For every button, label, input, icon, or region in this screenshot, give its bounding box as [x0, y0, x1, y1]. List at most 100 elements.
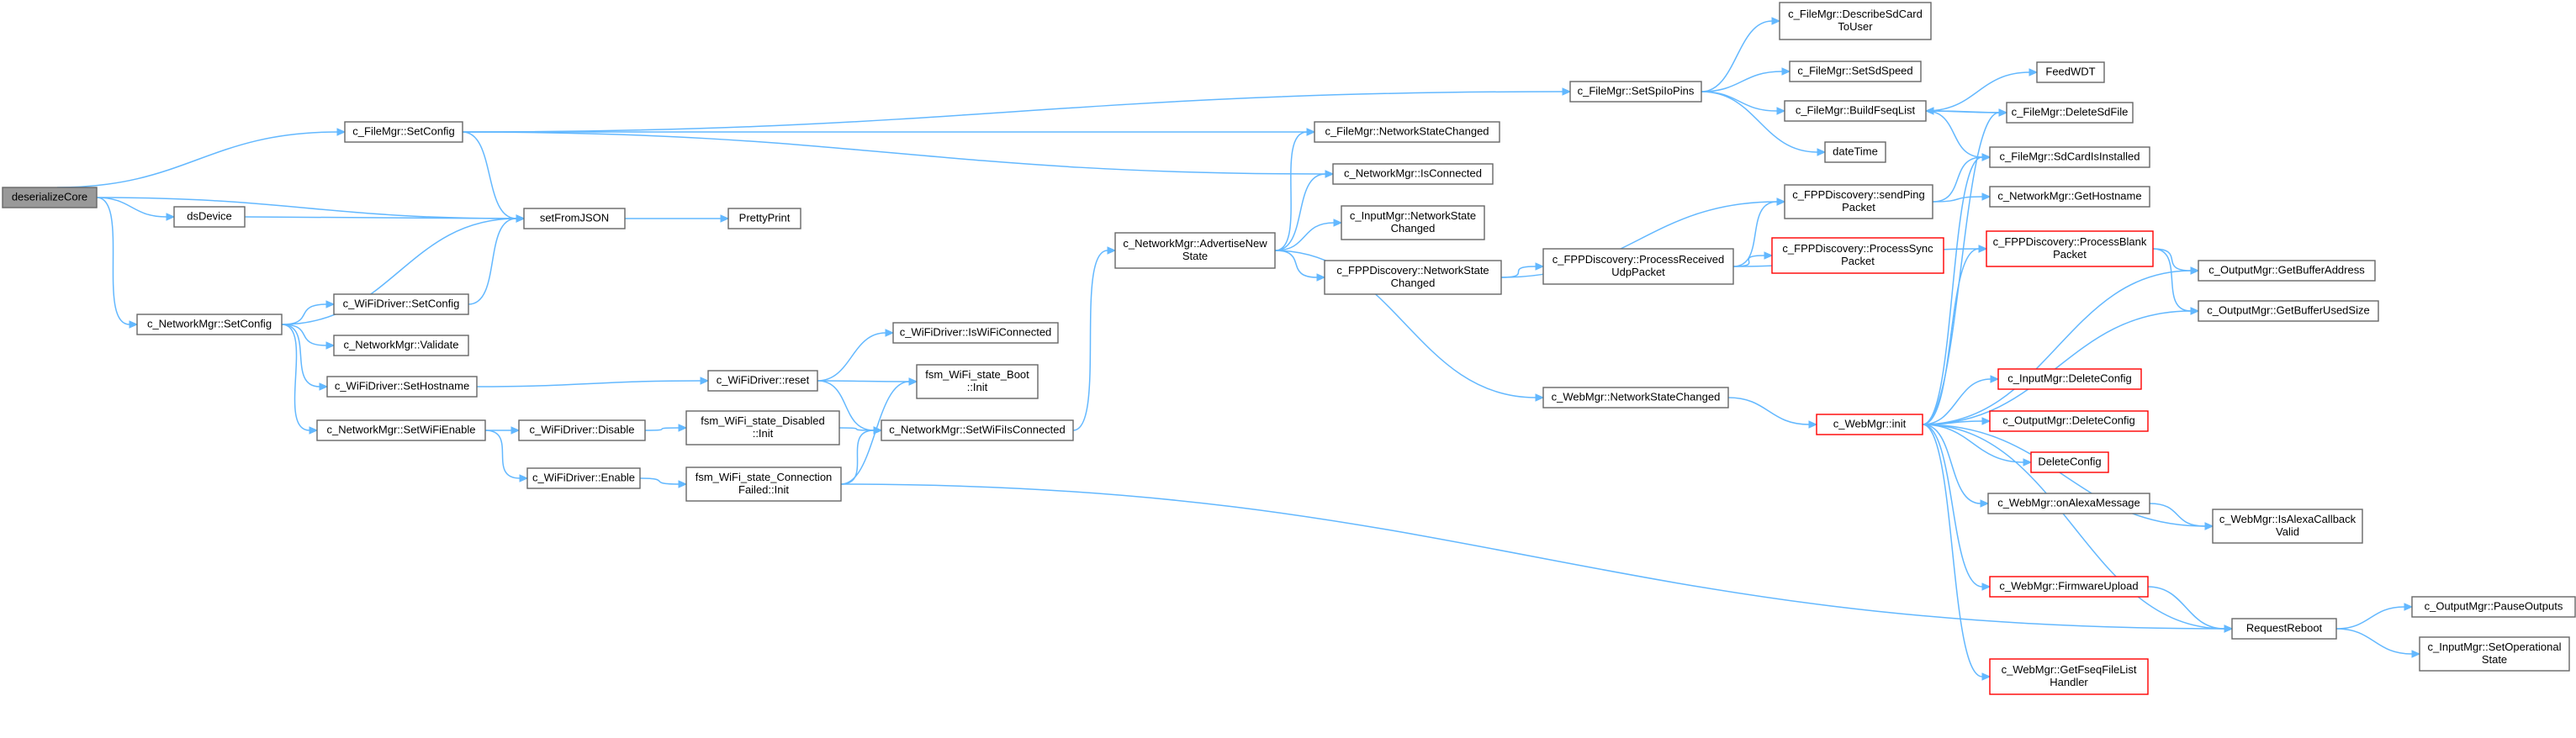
- node-nm-validate[interactable]: c_NetworkMgr::Validate: [333, 335, 469, 356]
- node-wd-reset[interactable]: c_WiFiDriver::reset: [707, 370, 818, 392]
- node-label: c_FPPDiscovery::sendPing: [1792, 188, 1925, 201]
- node-deserialize-core[interactable]: deserializeCore: [2, 187, 98, 208]
- node-feed-wdt[interactable]: FeedWDT: [2036, 61, 2105, 83]
- node-om-pause-outputs[interactable]: c_OutputMgr::PauseOutputs: [2411, 596, 2576, 618]
- call-edge-fm-set-spi-io-pins-to-fm-describe-sd-card-to-user: [1701, 20, 1773, 92]
- node-nm-is-connected[interactable]: c_NetworkMgr::IsConnected: [1332, 163, 1494, 185]
- node-box: [326, 376, 478, 398]
- call-edge-fsm-disabled-to-nm-set-wi-fi-is-connected: [838, 427, 875, 431]
- call-edge-arrowhead-fsm-boot: [908, 377, 918, 386]
- call-edge-wm-init-to-fm-sd-card-is-installed: [1922, 156, 1983, 425]
- node-fsm-disabled[interactable]: fsm_WiFi_state_Disabled::Init: [685, 410, 840, 445]
- node-wd-enable[interactable]: c_WiFiDriver::Enable: [526, 467, 641, 489]
- node-box: [2198, 300, 2379, 322]
- call-edge-arrowhead-nm-set-config: [129, 320, 139, 329]
- node-label: Valid: [2276, 525, 2299, 538]
- call-edge-arrowhead-fm-set-spi-io-pins: [1562, 87, 1572, 96]
- call-edge-arrowhead-fm-describe-sd-card-to-user: [1771, 17, 1781, 25]
- node-wd-set-config[interactable]: c_WiFiDriver::SetConfig: [333, 293, 469, 315]
- node-om-get-buffer-address[interactable]: c_OutputMgr::GetBufferAddress: [2198, 260, 2376, 282]
- node-label: PrettyPrint: [739, 211, 791, 224]
- node-ds-device[interactable]: dsDevice: [173, 206, 246, 228]
- call-edge-arrowhead-wm-get-fseq-file-list-handler: [1981, 672, 1992, 681]
- call-edge-arrowhead-wm-is-alexa-callback-valid: [2204, 522, 2214, 530]
- node-wd-disable[interactable]: c_WiFiDriver::Disable: [518, 419, 646, 441]
- call-edge-arrowhead-nm-advertise-new-state: [1107, 246, 1117, 255]
- node-label: c_NetworkMgr::SetConfig: [147, 317, 272, 329]
- node-label: c_WebMgr::GetFseqFileList: [2002, 663, 2137, 676]
- node-fm-delete-sd-file[interactable]: c_FileMgr::DeleteSdFile: [2006, 102, 2134, 124]
- node-fm-set-spi-io-pins[interactable]: c_FileMgr::SetSpiIoPins: [1569, 81, 1702, 103]
- node-wm-network-state-changed[interactable]: c_WebMgr::NetworkStateChanged: [1542, 387, 1729, 409]
- node-nm-get-hostname[interactable]: c_NetworkMgr::GetHostname: [1989, 186, 2150, 208]
- call-edge-deserialize-core-to-set-from-json: [96, 197, 517, 219]
- node-box: [1997, 368, 2142, 390]
- call-edge-arrowhead-fppd-process-blank-packet: [1978, 245, 1988, 253]
- node-fsm-boot[interactable]: fsm_WiFi_state_Boot::Init: [916, 364, 1039, 399]
- call-edge-fsm-conn-failed-to-request-reboot: [840, 483, 2225, 630]
- call-edge-deserialize-core-to-fm-set-config: [56, 131, 338, 188]
- node-nm-set-wi-fi-enable[interactable]: c_NetworkMgr::SetWiFiEnable: [316, 419, 486, 441]
- node-nm-set-config[interactable]: c_NetworkMgr::SetConfig: [136, 314, 283, 335]
- node-wm-firmware-upload[interactable]: c_WebMgr::FirmwareUpload: [1989, 576, 2149, 598]
- node-request-reboot[interactable]: RequestReboot: [2231, 618, 2337, 640]
- node-box: [707, 370, 818, 392]
- node-nm-set-wi-fi-is-connected[interactable]: c_NetworkMgr::SetWiFiIsConnected: [881, 419, 1074, 441]
- call-edge-fsm-conn-failed-to-fsm-boot: [840, 381, 910, 485]
- node-date-time[interactable]: dateTime: [1824, 141, 1886, 163]
- call-edge-arrowhead-wd-reset: [700, 377, 710, 385]
- node-fm-network-state-changed[interactable]: c_FileMgr::NetworkStateChanged: [1314, 121, 1500, 143]
- node-box: [2212, 509, 2363, 544]
- call-edge-arrowhead-date-time: [1817, 148, 1827, 156]
- call-edge-arrowhead-request-reboot: [2224, 625, 2234, 633]
- call-edge-arrowhead-fsm-disabled: [678, 424, 688, 432]
- call-edge-nm-set-config-to-nm-set-wi-fi-enable: [281, 324, 310, 431]
- node-wd-is-wi-fi-connected[interactable]: c_WiFiDriver::IsWiFiConnected: [892, 322, 1059, 344]
- node-om-delete-config[interactable]: c_OutputMgr::DeleteConfig: [1989, 410, 2149, 432]
- node-box: [1816, 414, 1923, 435]
- call-edge-wm-init-to-wm-is-alexa-callback-valid: [1922, 424, 2206, 527]
- node-delete-config[interactable]: DeleteConfig: [2030, 451, 2109, 473]
- call-edge-nm-set-wi-fi-is-connected-to-nm-advertise-new-state: [1072, 250, 1108, 431]
- node-set-from-json[interactable]: setFromJSON: [523, 208, 626, 229]
- node-fm-set-sd-speed[interactable]: c_FileMgr::SetSdSpeed: [1789, 61, 1922, 82]
- node-om-get-buffer-used-size[interactable]: c_OutputMgr::GetBufferUsedSize: [2198, 300, 2379, 322]
- node-fm-build-fseq-list[interactable]: c_FileMgr::BuildFseqList: [1784, 100, 1927, 122]
- call-edge-arrowhead-nm-set-wi-fi-enable: [309, 426, 319, 435]
- call-edge-arrowhead-nm-is-connected: [1325, 170, 1335, 178]
- node-fm-sd-card-is-installed[interactable]: c_FileMgr::SdCardIsInstalled: [1989, 146, 2150, 168]
- node-label: FeedWDT: [2045, 65, 2095, 77]
- call-edge-arrowhead-wd-set-hostname: [319, 382, 329, 391]
- call-edge-fppd-process-received-udp-packet-to-fppd-send-ping-packet: [1732, 201, 1778, 267]
- node-im-network-state-changed[interactable]: c_InputMgr::NetworkStateChanged: [1341, 205, 1485, 240]
- node-fppd-network-state-changed[interactable]: c_FPPDiscovery::NetworkStateChanged: [1324, 260, 1502, 295]
- call-edge-nm-advertise-new-state-to-fm-network-state-changed: [1274, 131, 1308, 251]
- node-wm-on-alexa-message[interactable]: c_WebMgr::onAlexaMessage: [1987, 493, 2150, 514]
- node-box: [1779, 2, 1932, 40]
- node-pretty-print[interactable]: PrettyPrint: [727, 208, 801, 229]
- node-box: [1542, 387, 1729, 409]
- node-fm-set-config[interactable]: c_FileMgr::SetConfig: [344, 121, 463, 143]
- call-edge-wd-enable-to-fsm-conn-failed: [639, 477, 680, 485]
- call-edge-arrowhead-delete-config: [2023, 458, 2033, 467]
- node-box: [2006, 102, 2134, 124]
- node-wm-init[interactable]: c_WebMgr::init: [1816, 414, 1923, 435]
- node-wd-set-hostname[interactable]: c_WiFiDriver::SetHostname: [326, 376, 478, 398]
- call-edge-arrowhead-wm-on-alexa-message: [1980, 499, 1990, 508]
- node-im-delete-config[interactable]: c_InputMgr::DeleteConfig: [1997, 368, 2142, 390]
- node-label: State: [2482, 653, 2507, 666]
- node-label: c_FileMgr::SetSpiIoPins: [1578, 84, 1695, 97]
- call-edge-request-reboot-to-om-pause-outputs: [2335, 606, 2405, 630]
- node-label: dateTime: [1833, 145, 1878, 157]
